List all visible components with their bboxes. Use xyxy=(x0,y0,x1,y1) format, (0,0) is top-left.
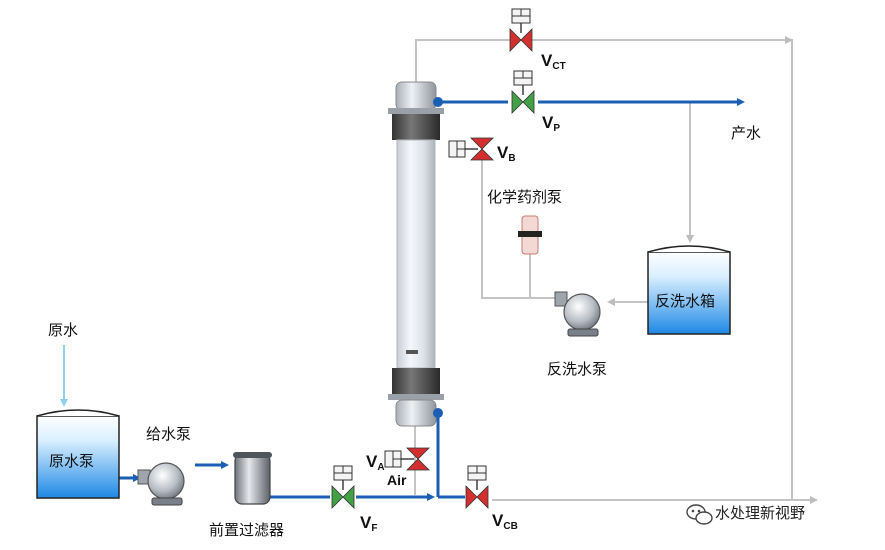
valve-body xyxy=(470,137,494,161)
product-water-label: 产水 xyxy=(731,124,762,142)
backwash-return-line xyxy=(481,155,555,299)
backwash-tank xyxy=(647,245,731,335)
valve-v-ct-label: VCT xyxy=(541,51,566,72)
chemical-dosing-pump xyxy=(518,215,542,255)
valve-v-ct[interactable] xyxy=(509,8,533,52)
valve-v-f[interactable] xyxy=(331,465,355,509)
valve-v-cb[interactable] xyxy=(465,465,489,509)
valve-body xyxy=(511,90,535,114)
chemical-pump-label: 化学药剂泵 xyxy=(487,188,563,206)
valve-body xyxy=(509,28,533,52)
valve-body xyxy=(406,447,430,471)
valve-body xyxy=(331,485,355,509)
valve-v-cb-label: VCB xyxy=(492,511,518,532)
backwash-pump xyxy=(554,291,601,337)
raw-water-label: 原水 xyxy=(48,321,79,339)
valve-v-p[interactable] xyxy=(511,70,535,114)
feed-pump xyxy=(137,462,185,506)
valve-body xyxy=(465,485,489,509)
prefilter xyxy=(233,452,272,505)
column-top-port xyxy=(433,97,443,107)
air-label: Air xyxy=(387,472,407,488)
column-bottom-port xyxy=(433,408,443,418)
raw-water-tank-label: 原水泵 xyxy=(49,452,95,470)
wechat-icon xyxy=(686,504,713,525)
raw-water-tank xyxy=(36,409,120,499)
aux-pipes xyxy=(411,36,818,504)
feed-pump-label: 给水泵 xyxy=(146,425,192,443)
uf-membrane-column xyxy=(388,81,444,427)
concentrate-return-line xyxy=(415,39,793,500)
prefilter-label: 前置过滤器 xyxy=(209,521,285,539)
backwash-tank-label: 反洗水箱 xyxy=(655,292,716,310)
valve-v-a-label: VA xyxy=(366,452,385,473)
backwash-pump-label: 反洗水泵 xyxy=(547,360,608,378)
valve-v-a[interactable] xyxy=(384,447,430,471)
watermark-text: 水处理新视野 xyxy=(715,504,806,522)
valve-v-b-label: VB xyxy=(497,143,516,164)
valve-v-p-label: VP xyxy=(542,113,561,134)
valve-v-b[interactable] xyxy=(448,137,494,161)
main-pipes xyxy=(119,98,745,501)
valve-v-f-label: VF xyxy=(360,513,378,534)
